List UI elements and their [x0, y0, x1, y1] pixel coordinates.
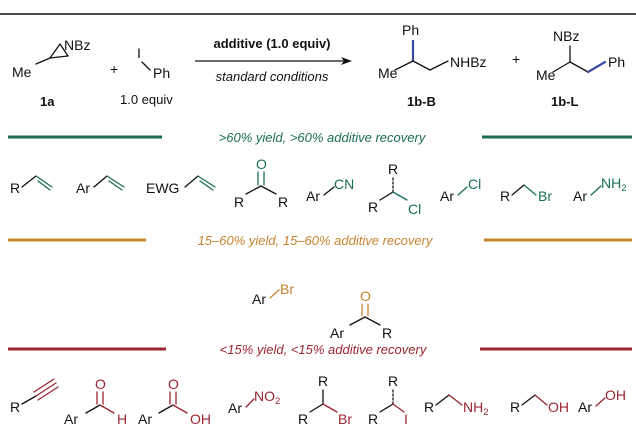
additive-aryl-bromide: Ar Br	[252, 281, 294, 307]
additive-primary-alcohol: R OH	[510, 394, 569, 415]
additive-terminal-alkyne: R	[10, 378, 59, 415]
additive-carboxylic-acid: O Ar OH	[138, 376, 211, 426]
product-1b-B: Ph Me NHBz 1b-B	[378, 22, 487, 109]
svg-text:Ar: Ar	[330, 325, 344, 341]
product-1b-L: NBz Me Ph 1b-L	[536, 28, 625, 109]
svg-text:R: R	[10, 399, 20, 415]
svg-text:OH: OH	[548, 399, 569, 415]
svg-text:EWG: EWG	[146, 180, 179, 196]
iodine-label: I	[137, 45, 141, 61]
additive-aryl-aldehyde: O Ar H	[64, 376, 127, 426]
svg-text:Ar: Ar	[76, 180, 90, 196]
amide-label: NHBz	[450, 54, 487, 70]
additive-aryl-ketone: O Ar R	[330, 288, 392, 341]
compound-label-1b-L: 1b-L	[551, 94, 579, 109]
additive-phenol: Ar OH	[578, 387, 626, 415]
reactant-iodoethylbenzene: I Ph 1.0 equiv	[120, 45, 173, 107]
tier-divider-low: <15% yield, <15% additive recovery	[8, 342, 632, 357]
svg-text:OH: OH	[605, 387, 626, 403]
svg-text:NH2: NH2	[463, 399, 489, 418]
svg-text:R: R	[382, 325, 392, 341]
svg-text:O: O	[360, 288, 371, 304]
phenyl-label: Ph	[608, 54, 625, 70]
svg-text:O: O	[95, 376, 106, 392]
svg-text:NH2: NH2	[601, 175, 627, 194]
svg-text:R: R	[424, 399, 434, 415]
tier-divider-mid: 15–60% yield, 15–60% additive recovery	[8, 233, 632, 248]
svg-text:Ar: Ar	[440, 188, 454, 204]
svg-text:H: H	[117, 411, 127, 426]
additive-primary-amine: R NH2	[424, 394, 489, 418]
svg-text:OH: OH	[190, 411, 211, 426]
additive-ketone: O R R	[234, 156, 288, 210]
svg-text:O: O	[256, 156, 267, 172]
additive-nitroarene: Ar NO2	[228, 388, 280, 416]
svg-text:Ar: Ar	[573, 188, 587, 204]
svg-text:R: R	[10, 180, 20, 196]
additive-aryl-alkene: Ar	[76, 175, 125, 196]
svg-text:Ar: Ar	[578, 399, 592, 415]
svg-text:Ar: Ar	[64, 411, 78, 426]
svg-text:R: R	[388, 161, 398, 177]
svg-text:Br: Br	[338, 411, 352, 426]
svg-text:Br: Br	[538, 188, 552, 204]
additive-secondary-chloride: R R Cl	[368, 161, 421, 217]
phenyl-label: Ph	[402, 22, 419, 38]
svg-text:R: R	[234, 194, 244, 210]
svg-text:R: R	[510, 399, 520, 415]
arrow-additive-label: additive (1.0 equiv)	[213, 36, 330, 51]
svg-text:R: R	[278, 194, 288, 210]
svg-text:Ar: Ar	[306, 188, 320, 204]
tier-divider-high: >60% yield, >60% additive recovery	[8, 130, 632, 145]
additive-aryl-amine: Ar NH2	[573, 175, 627, 204]
plus-sign-2: +	[512, 51, 520, 67]
svg-text:R: R	[368, 199, 378, 215]
methyl-label: Me	[536, 67, 556, 83]
tier-label-low: <15% yield, <15% additive recovery	[220, 342, 428, 357]
additive-alkyl-bromide: R Br	[500, 184, 552, 204]
svg-text:Br: Br	[280, 281, 294, 297]
compound-label-1b-B: 1b-B	[407, 94, 436, 109]
svg-text:Cl: Cl	[408, 201, 421, 217]
plus-sign-1: +	[110, 61, 118, 77]
arrow-conditions-label: standard conditions	[216, 69, 329, 84]
methyl-label: Me	[12, 64, 32, 80]
phenyl-label: Ph	[153, 65, 170, 81]
additive-aryl-chloride: Ar Cl	[440, 176, 481, 204]
additive-secondary-bromide: R R Br	[298, 373, 352, 426]
svg-text:I: I	[404, 411, 408, 426]
additive-ewg-alkene: EWG	[146, 175, 216, 196]
reaction-arrow: additive (1.0 equiv) standard conditions	[195, 36, 352, 84]
svg-text:CN: CN	[334, 176, 354, 192]
additive-alkyl-alkene: R	[10, 175, 53, 196]
compound-label-1a: 1a	[40, 94, 55, 109]
svg-text:R: R	[368, 411, 378, 426]
svg-text:O: O	[168, 376, 179, 392]
svg-text:R: R	[318, 373, 328, 389]
svg-text:R: R	[298, 411, 308, 426]
svg-text:Ar: Ar	[252, 291, 266, 307]
svg-text:R: R	[500, 188, 510, 204]
tier-label-high: >60% yield, >60% additive recovery	[219, 130, 427, 145]
svg-text:Ar: Ar	[228, 400, 242, 416]
svg-text:NO2: NO2	[254, 388, 280, 407]
svg-text:Ar: Ar	[138, 411, 152, 426]
equiv-label: 1.0 equiv	[120, 92, 173, 107]
svg-text:Cl: Cl	[468, 176, 481, 192]
amide-label: NBz	[553, 28, 579, 44]
tier-label-mid: 15–60% yield, 15–60% additive recovery	[198, 233, 434, 248]
additive-aryl-nitrile: Ar CN	[306, 176, 354, 204]
additive-secondary-iodide: R R I	[368, 373, 408, 426]
svg-text:R: R	[388, 373, 398, 389]
methyl-label: Me	[378, 65, 398, 81]
nbz-label: NBz	[64, 37, 90, 53]
reactant-aziridine-1a: NBz Me 1a	[12, 37, 90, 109]
